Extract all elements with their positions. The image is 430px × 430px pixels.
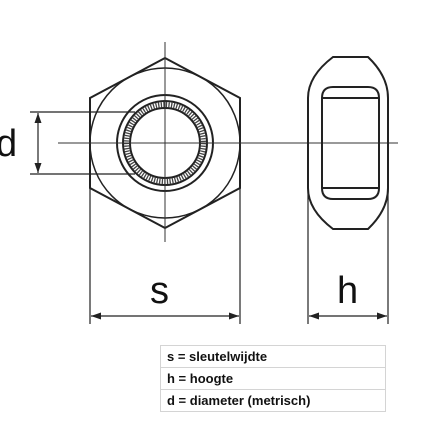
d-arrow-top bbox=[34, 113, 42, 123]
legend-s-text: s = sleutelwijdte bbox=[160, 345, 386, 368]
side-top-flank bbox=[321, 86, 380, 99]
s-arrow-right bbox=[229, 312, 239, 320]
dimension-d bbox=[30, 111, 135, 175]
dimension-s bbox=[89, 188, 241, 324]
center-lines bbox=[58, 42, 398, 242]
h-arrow-right bbox=[377, 312, 387, 320]
h-label: h bbox=[337, 270, 358, 312]
side-bottom-flank bbox=[321, 187, 380, 200]
nut-side-view bbox=[307, 56, 389, 230]
d-label: d bbox=[0, 123, 17, 165]
s-label: s bbox=[150, 270, 169, 312]
h-arrow-left bbox=[309, 312, 319, 320]
side-profile bbox=[307, 56, 389, 230]
dimension-h bbox=[307, 188, 389, 324]
s-arrow-left bbox=[91, 312, 101, 320]
legend-row: h = hoogte bbox=[160, 367, 386, 390]
legend-row: d = diameter (metrisch) bbox=[160, 389, 386, 412]
legend-h-text: h = hoogte bbox=[160, 367, 386, 390]
legend-table: s = sleutelwijdte h = hoogte d = diamete… bbox=[160, 345, 386, 412]
legend-d-text: d = diameter (metrisch) bbox=[160, 389, 386, 412]
d-arrow-bottom bbox=[34, 163, 42, 173]
legend-row: s = sleutelwijdte bbox=[160, 345, 386, 368]
